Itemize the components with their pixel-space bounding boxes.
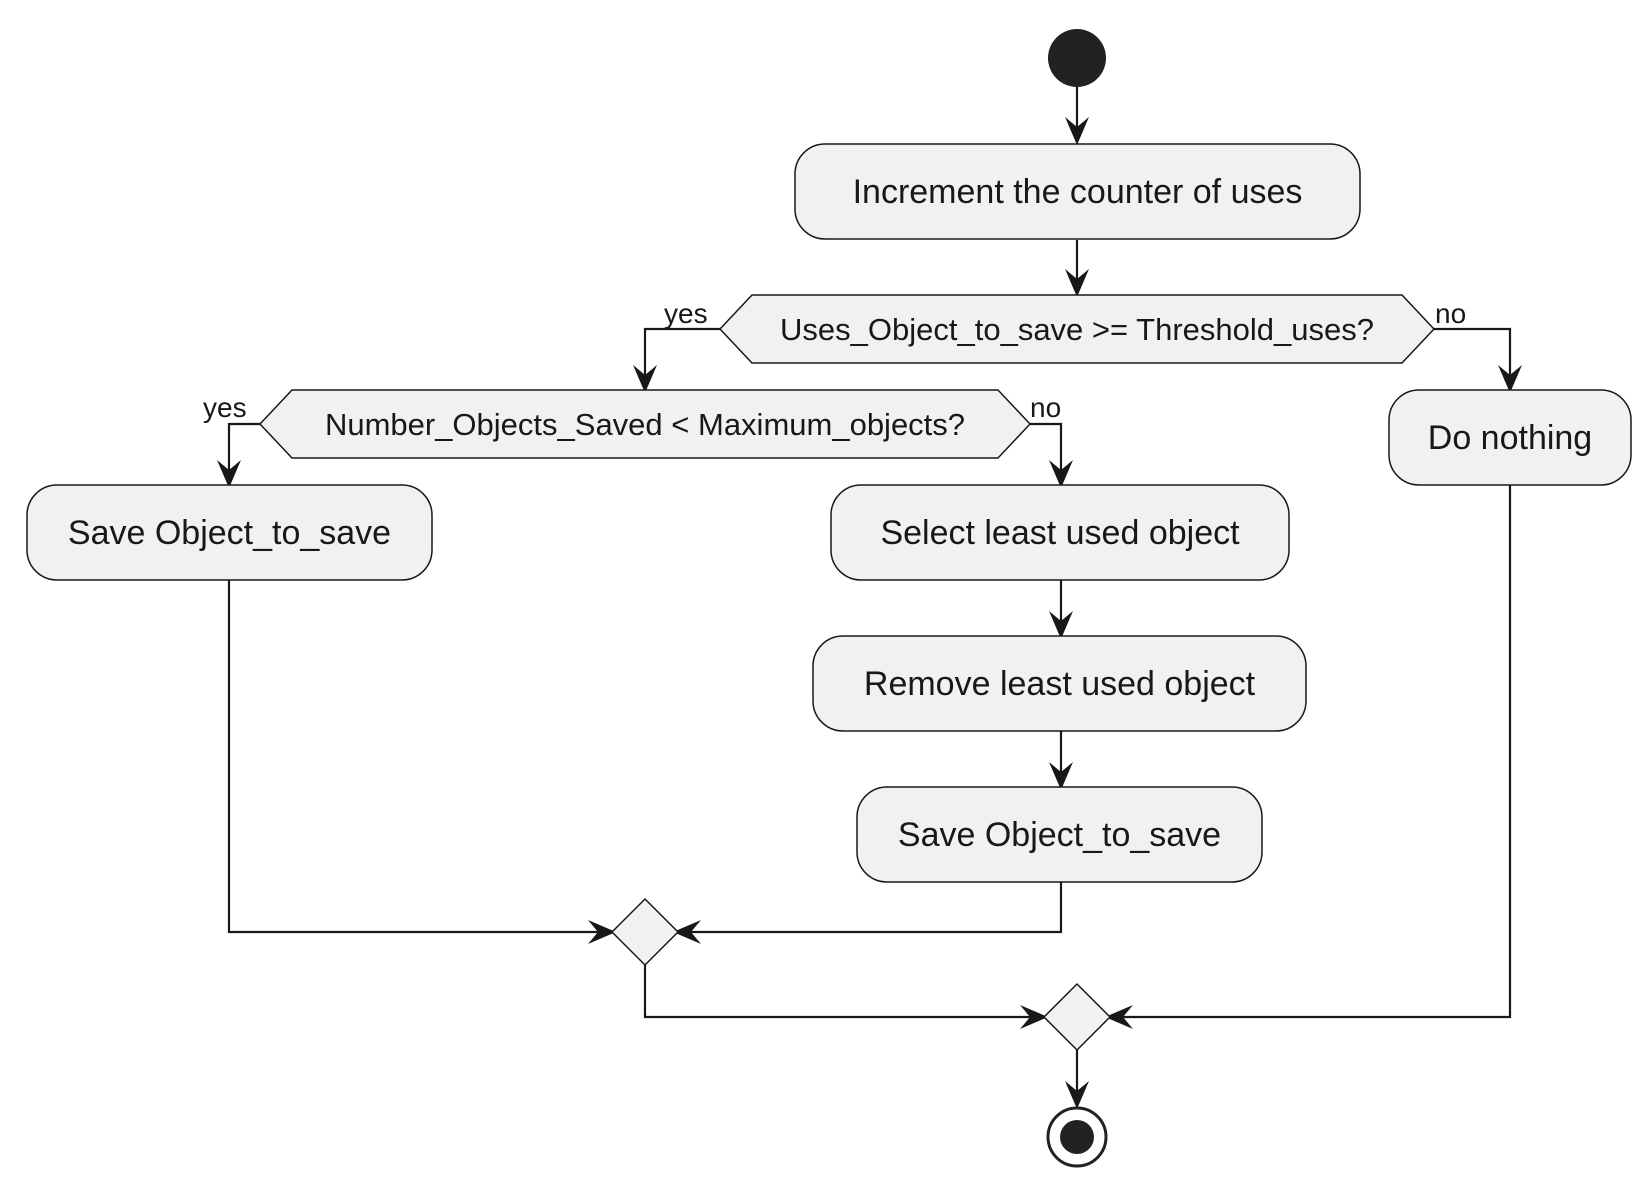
start-node: [1048, 29, 1106, 87]
branch-label-capacity-no: no: [1030, 392, 1061, 423]
edge-save-direct-to-merge: [227, 580, 611, 934]
action-remove-least: Remove least used object: [812, 635, 1307, 732]
arrow-final-merge-left: [1020, 1005, 1048, 1029]
action-do-nothing-label: Do nothing: [1428, 419, 1592, 457]
edge-capacity-no: [1030, 422, 1063, 483]
action-select-least: Select least used object: [830, 484, 1290, 581]
edge-do-nothing-to-final-merge: [1110, 485, 1512, 1019]
merge-diamond-final: [1042, 982, 1112, 1052]
arrow-to-select: [1049, 460, 1073, 488]
arrow-to-capacity: [633, 365, 657, 393]
end-node: [1046, 1106, 1108, 1168]
edge-merge-to-final-merge: [643, 965, 1043, 1019]
action-save-direct: Save Object_to_save: [26, 484, 433, 581]
arrow-final-merge-right: [1105, 1005, 1133, 1029]
action-do-nothing: Do nothing: [1388, 389, 1632, 486]
decision-capacity: Number_Objects_Saved < Maximum_objects?: [258, 389, 1032, 459]
arrow-to-save-direct: [217, 460, 241, 488]
action-remove-least-label: Remove least used object: [864, 665, 1256, 703]
decision-threshold: Uses_Object_to_save >= Threshold_uses?: [718, 294, 1436, 364]
action-save-direct-label: Save Object_to_save: [68, 514, 391, 552]
arrow-merge-right: [673, 920, 701, 944]
arrow-to-increment: [1065, 117, 1089, 145]
action-save-after-remove: Save Object_to_save: [856, 786, 1263, 883]
branch-label-threshold-no: no: [1435, 298, 1466, 329]
action-increment-label: Increment the counter of uses: [853, 173, 1303, 211]
edges: [227, 87, 1512, 1104]
arrow-to-end: [1065, 1081, 1089, 1109]
arrowheads: [217, 117, 1522, 1109]
edge-capacity-yes: [227, 422, 260, 483]
merge-diamond-inner: [610, 897, 680, 967]
action-increment: Increment the counter of uses: [794, 143, 1361, 240]
arrow-to-threshold: [1065, 269, 1089, 297]
arrow-to-remove: [1049, 611, 1073, 639]
branch-label-threshold-yes: yes: [664, 298, 708, 329]
action-save-after-remove-label: Save Object_to_save: [898, 816, 1221, 854]
edge-threshold-no: [1433, 327, 1512, 388]
arrow-merge-left: [588, 920, 616, 944]
decision-capacity-label: Number_Objects_Saved < Maximum_objects?: [325, 407, 965, 442]
edge-save-after-to-merge: [678, 882, 1063, 934]
edge-threshold-yes: [643, 327, 720, 388]
arrow-to-save-after: [1049, 762, 1073, 790]
branch-label-capacity-yes: yes: [203, 392, 247, 423]
action-select-least-label: Select least used object: [880, 514, 1240, 552]
decision-threshold-label: Uses_Object_to_save >= Threshold_uses?: [780, 312, 1374, 347]
arrow-to-do-nothing: [1498, 365, 1522, 393]
